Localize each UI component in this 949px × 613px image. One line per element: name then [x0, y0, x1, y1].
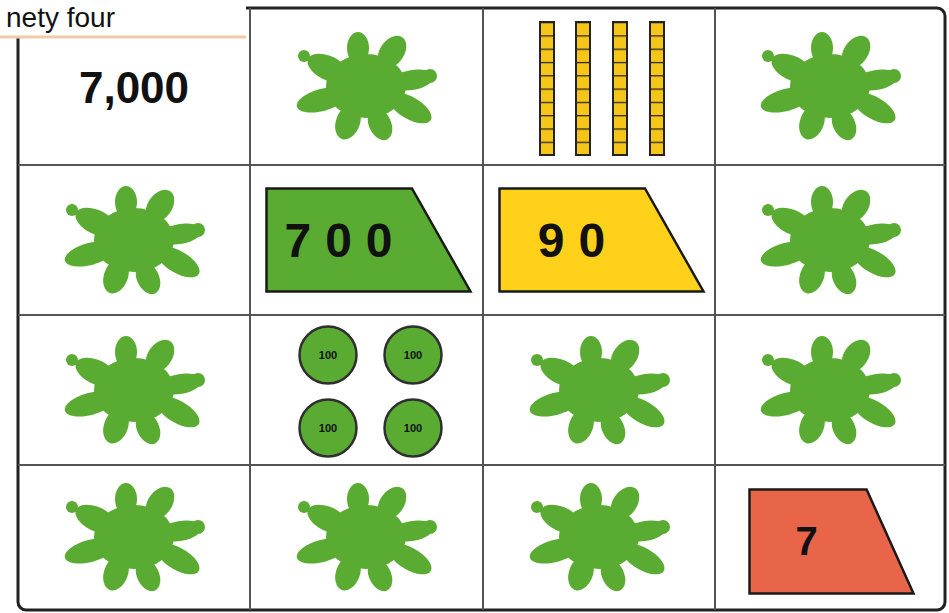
- value-text: 100: [404, 349, 422, 361]
- hundred-counter: 100: [383, 398, 443, 458]
- banner-underline: [0, 36, 246, 39]
- grid-border: [18, 8, 945, 610]
- value-text: 100: [404, 422, 422, 434]
- value-text: 100: [319, 422, 337, 434]
- banner-panel: [0, 0, 246, 38]
- banner-text: nety four: [6, 2, 115, 34]
- value-card: 90: [498, 187, 705, 293]
- grid-lines: [18, 8, 945, 610]
- value-card: 7: [748, 488, 915, 595]
- value-text: 700: [284, 213, 406, 268]
- value-text: 7: [795, 519, 817, 564]
- value-card: 700: [265, 187, 472, 293]
- value-text: 90: [538, 213, 619, 268]
- hundred-counter: 100: [383, 325, 443, 385]
- value-text: 100: [319, 349, 337, 361]
- ten-rods: [540, 22, 664, 155]
- hundred-counter: 100: [298, 325, 358, 385]
- table-cell: 7,000: [79, 63, 189, 113]
- card-shape: [748, 488, 915, 595]
- hundred-counter: 100: [298, 398, 358, 458]
